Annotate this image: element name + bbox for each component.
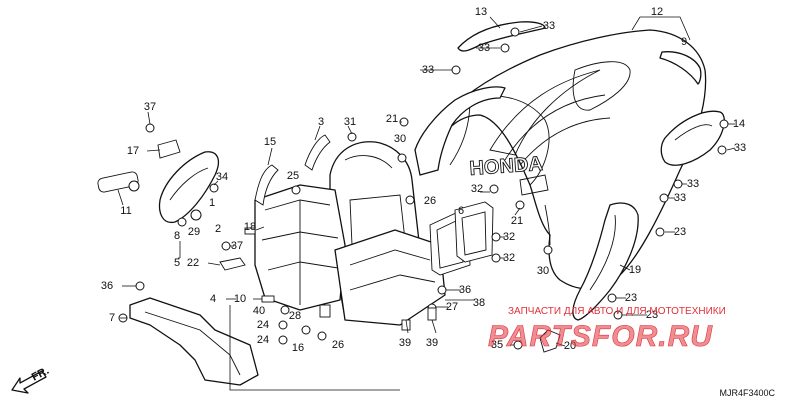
callout-c10: 10 bbox=[234, 293, 246, 305]
callout-c19: 19 bbox=[629, 264, 641, 276]
callout-c20: 20 bbox=[564, 340, 576, 352]
callout-c31: 31 bbox=[344, 116, 356, 128]
callout-c29: 29 bbox=[188, 226, 200, 238]
callout-c1: 1 bbox=[209, 197, 215, 209]
callout-c30a: 30 bbox=[394, 133, 406, 145]
front-direction-arrow: FR. bbox=[11, 365, 51, 394]
callout-c30b: 30 bbox=[537, 265, 549, 277]
callout-c35: 35 bbox=[491, 339, 503, 351]
watermark: ЗАПЧАСТИ ДЛЯ АВТО И ДЛЯ МОТОТЕХНИКИ PART… bbox=[488, 306, 726, 353]
callout-c24a: 24 bbox=[257, 319, 269, 331]
callout-c17: 17 bbox=[127, 145, 139, 157]
fr-label: FR. bbox=[30, 365, 51, 384]
callout-c5: 5 bbox=[174, 257, 180, 269]
callout-c8: 8 bbox=[174, 230, 180, 242]
callout-c37b: 37 bbox=[231, 240, 243, 252]
callout-c27: 27 bbox=[446, 301, 458, 313]
bracket-22 bbox=[219, 257, 246, 271]
callout-c39b: 39 bbox=[426, 337, 438, 349]
callout-c6: 6 bbox=[458, 205, 464, 217]
left-side-cover bbox=[158, 151, 219, 224]
callout-c11: 11 bbox=[120, 205, 131, 217]
callout-c12: 12 bbox=[651, 6, 663, 18]
diagram-code: MJR4F3400C bbox=[719, 388, 775, 398]
honda-wing-logo bbox=[489, 69, 611, 166]
inner-fender-guard bbox=[414, 86, 506, 176]
callout-c22: 22 bbox=[187, 257, 199, 269]
callout-c32a: 32 bbox=[471, 183, 483, 195]
callout-c16: 16 bbox=[292, 342, 304, 354]
callout-c2: 2 bbox=[215, 223, 221, 235]
cable-guide-3 bbox=[304, 134, 331, 171]
callout-c34: 34 bbox=[216, 171, 228, 183]
callout-c32c: 32 bbox=[503, 252, 515, 264]
callout-c33c: 33 bbox=[422, 64, 434, 76]
watermark-subtitle: ЗАПЧАСТИ ДЛЯ АВТО И ДЛЯ МОТОТЕХНИКИ bbox=[508, 306, 726, 317]
cable-guide-15 bbox=[254, 164, 279, 206]
callout-c23a: 23 bbox=[674, 226, 686, 238]
side-trim-strip bbox=[659, 51, 702, 85]
callout-c33a: 33 bbox=[543, 20, 555, 32]
callout-c23c: 23 bbox=[646, 309, 658, 321]
callout-c32b: 32 bbox=[503, 231, 515, 243]
lock-bracket-17 bbox=[157, 139, 181, 159]
callout-c40: 40 bbox=[253, 305, 265, 317]
callout-c36a: 36 bbox=[101, 280, 113, 292]
small-cover-26 bbox=[454, 201, 494, 263]
callout-c24b: 24 bbox=[257, 334, 269, 346]
callout-c3: 3 bbox=[318, 116, 324, 128]
callout-c14: 14 bbox=[733, 118, 745, 130]
callout-c21b: 21 bbox=[511, 215, 523, 227]
callout-c25: 25 bbox=[287, 170, 299, 182]
callout-c15: 15 bbox=[264, 136, 276, 148]
callout-c36b: 36 bbox=[459, 284, 471, 296]
callout-c4: 4 bbox=[210, 293, 216, 305]
callout-c13: 13 bbox=[475, 6, 487, 18]
callout-c33b: 33 bbox=[478, 42, 490, 54]
leader-lines bbox=[117, 16, 736, 391]
helmet-lock bbox=[97, 171, 140, 193]
callout-c33e: 33 bbox=[687, 178, 699, 190]
callout-c9: 9 bbox=[681, 36, 687, 48]
lower-inner-cover bbox=[334, 229, 446, 326]
fasteners bbox=[118, 27, 729, 350]
callout-c33f: 33 bbox=[674, 192, 686, 204]
callout-c38: 38 bbox=[473, 297, 485, 309]
splash-guard bbox=[572, 202, 639, 321]
watermark-brand: PARTSFOR.RU bbox=[488, 320, 713, 353]
callout-c39a: 39 bbox=[399, 337, 411, 349]
lower-stay bbox=[129, 297, 259, 386]
callout-c33d: 33 bbox=[734, 142, 746, 154]
callout-c23b: 23 bbox=[625, 292, 637, 304]
battery-box bbox=[254, 184, 346, 311]
side-cover-right bbox=[660, 110, 725, 166]
callout-c26b: 26 bbox=[332, 339, 344, 351]
callout-c21a: 21 bbox=[386, 113, 398, 125]
grab-rail bbox=[457, 21, 546, 52]
callout-c7: 7 bbox=[109, 312, 115, 324]
bracket-20 bbox=[539, 329, 561, 353]
callout-c28: 28 bbox=[289, 310, 301, 322]
callout-c18: 18 bbox=[244, 221, 256, 233]
callout-c37: 37 bbox=[144, 101, 156, 113]
callout-c26a: 26 bbox=[424, 195, 436, 207]
